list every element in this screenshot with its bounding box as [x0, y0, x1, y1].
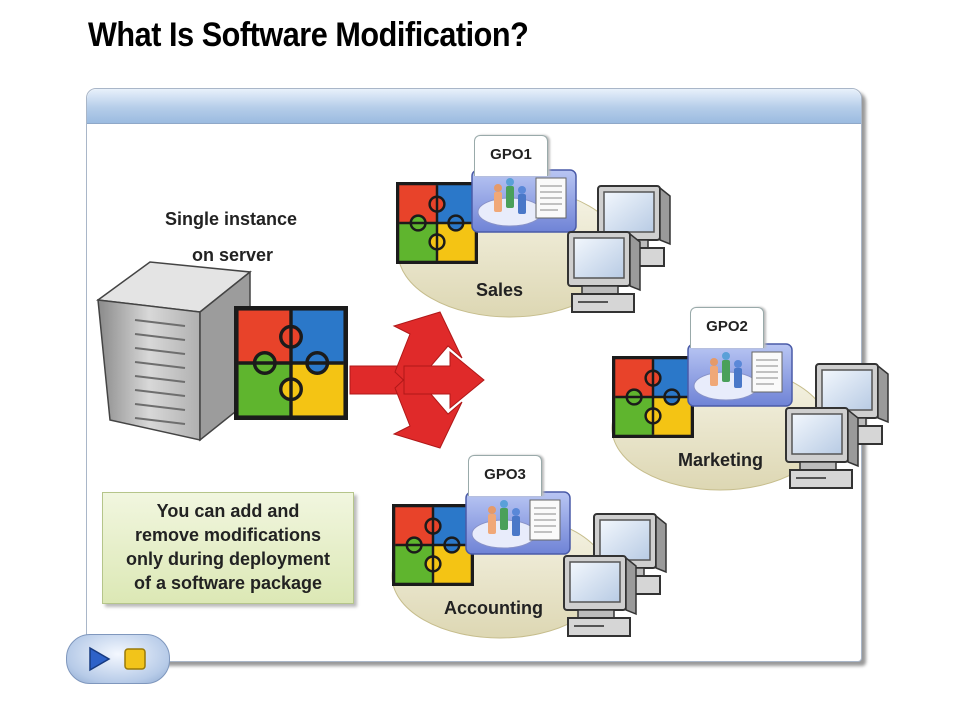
stop-icon: [124, 648, 146, 670]
stop-button[interactable]: [121, 645, 149, 673]
play-button[interactable]: [85, 645, 113, 673]
computer-icon: [567, 231, 641, 313]
group-label-accounting: Accounting: [444, 598, 543, 618]
note-line: remove modifications: [134, 525, 322, 545]
computer-icon: [785, 407, 859, 489]
group-label-marketing: Marketing: [678, 450, 764, 470]
gpo-tab: GPO2: [690, 307, 764, 348]
gpo-tab: GPO3: [468, 455, 542, 496]
sales-group: [394, 169, 671, 318]
slide-title: What Is Software Modification?: [88, 16, 529, 54]
play-icon: [89, 646, 111, 672]
note-line: You can add and: [156, 501, 300, 521]
note-line: only during deployment: [125, 549, 330, 569]
server-icon: [96, 261, 252, 442]
server-caption-line2: on server: [192, 245, 274, 265]
server-caption-line1: Single instance: [165, 209, 298, 229]
computer-icon: [563, 555, 637, 637]
group-label-sales: Sales: [476, 280, 524, 300]
distribution-arrows: [349, 311, 485, 449]
software-package-icon: [232, 304, 350, 422]
slide-navigation: [66, 634, 170, 684]
gpo-tab: GPO1: [474, 135, 548, 176]
note-box: You can add and remove modifications onl…: [102, 492, 354, 604]
note-line: of a software package: [133, 573, 323, 593]
accounting-group: [390, 491, 667, 639]
marketing-group: [610, 343, 889, 491]
panel-header-bar: [87, 89, 861, 124]
